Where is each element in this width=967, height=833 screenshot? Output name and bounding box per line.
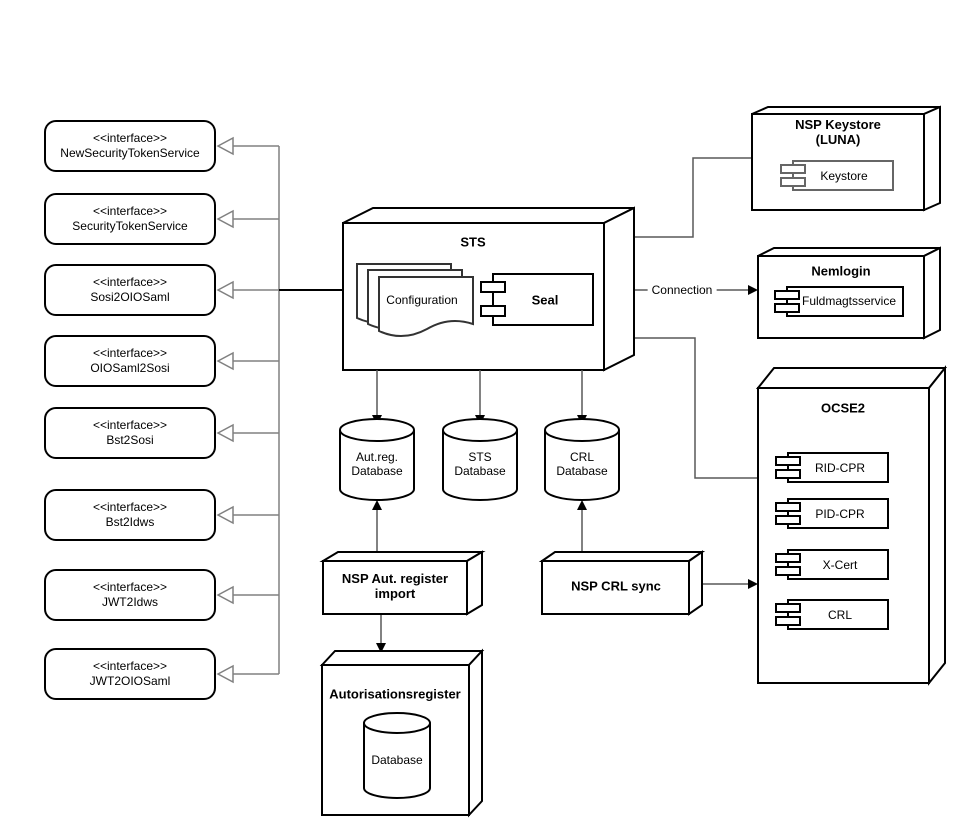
interface-box-bst2idws[interactable]: <<interface>> Bst2Idws <box>44 489 216 541</box>
interface-stereotype: <<interface>> <box>92 500 168 514</box>
connection-edge-label: Connection <box>647 283 717 297</box>
x-cert-component[interactable] <box>775 549 889 580</box>
sts-ocse2-edge <box>634 337 758 479</box>
interface-name: JWT2Idws <box>101 595 158 609</box>
fuldmagtsservice-component[interactable] <box>774 286 904 317</box>
configuration-documents-icon[interactable] <box>356 263 474 337</box>
interface-stereotype: <<interface>> <box>92 204 168 218</box>
rid-cpr-component[interactable] <box>775 452 889 483</box>
crl-component[interactable] <box>775 599 889 630</box>
interface-name: OIOSaml2Sosi <box>90 361 170 375</box>
interface-box-jwt2idws[interactable]: <<interface>> JWT2Idws <box>44 569 216 621</box>
interface-name: SecurityTokenService <box>72 219 188 233</box>
interface-stereotype: <<interface>> <box>92 659 168 673</box>
sts-to-databases-edges <box>376 370 583 416</box>
interface-box-bst2sosi[interactable]: <<interface>> Bst2Sosi <box>44 407 216 459</box>
crl-database-cylinder[interactable] <box>544 418 620 501</box>
autorisationsregister-database-cylinder[interactable] <box>363 712 431 799</box>
interface-box-newsecuritytokenservice[interactable]: <<interface>> NewSecurityTokenService <box>44 120 216 172</box>
sts-keystore-edge <box>634 157 752 238</box>
interface-stereotype: <<interface>> <box>92 580 168 594</box>
ocse2-node[interactable] <box>755 365 948 686</box>
pid-cpr-component[interactable] <box>775 498 889 529</box>
keystore-component[interactable] <box>780 160 894 191</box>
interfaces-trunk-connector <box>232 145 280 675</box>
interface-name: NewSecurityTokenService <box>60 146 200 160</box>
nsp-keystore-node[interactable] <box>751 105 941 212</box>
interface-stereotype: <<interface>> <box>92 275 168 289</box>
interface-stereotype: <<interface>> <box>92 346 168 360</box>
interface-stereotype: <<interface>> <box>92 131 168 145</box>
interface-name: Sosi2OIOSaml <box>90 290 170 304</box>
interface-name: Bst2Idws <box>105 515 155 529</box>
nsp-crl-sync-node[interactable] <box>538 550 706 616</box>
interface-name: Bst2Sosi <box>106 433 154 447</box>
seal-component[interactable] <box>480 273 594 326</box>
nsp-aut-register-import-node[interactable] <box>319 550 486 616</box>
interface-box-oiosaml2sosi[interactable]: <<interface>> OIOSaml2Sosi <box>44 335 216 387</box>
sts-database-cylinder[interactable] <box>442 418 518 501</box>
crlsync-to-ocse2-edge <box>702 579 758 589</box>
interface-stereotype: <<interface>> <box>92 418 168 432</box>
hollow-triangle-arrowheads <box>216 136 234 684</box>
interface-box-securitytokenservice[interactable]: <<interface>> SecurityTokenService <box>44 193 216 245</box>
import-to-autorisationsregister-edge <box>376 614 386 653</box>
interface-box-sosi2oiosaml[interactable]: <<interface>> Sosi2OIOSaml <box>44 264 216 316</box>
interface-name: JWT2OIOSaml <box>89 674 171 688</box>
autreg-database-cylinder[interactable] <box>339 418 415 501</box>
interface-box-jwt2oiosaml[interactable]: <<interface>> JWT2OIOSaml <box>44 648 216 700</box>
